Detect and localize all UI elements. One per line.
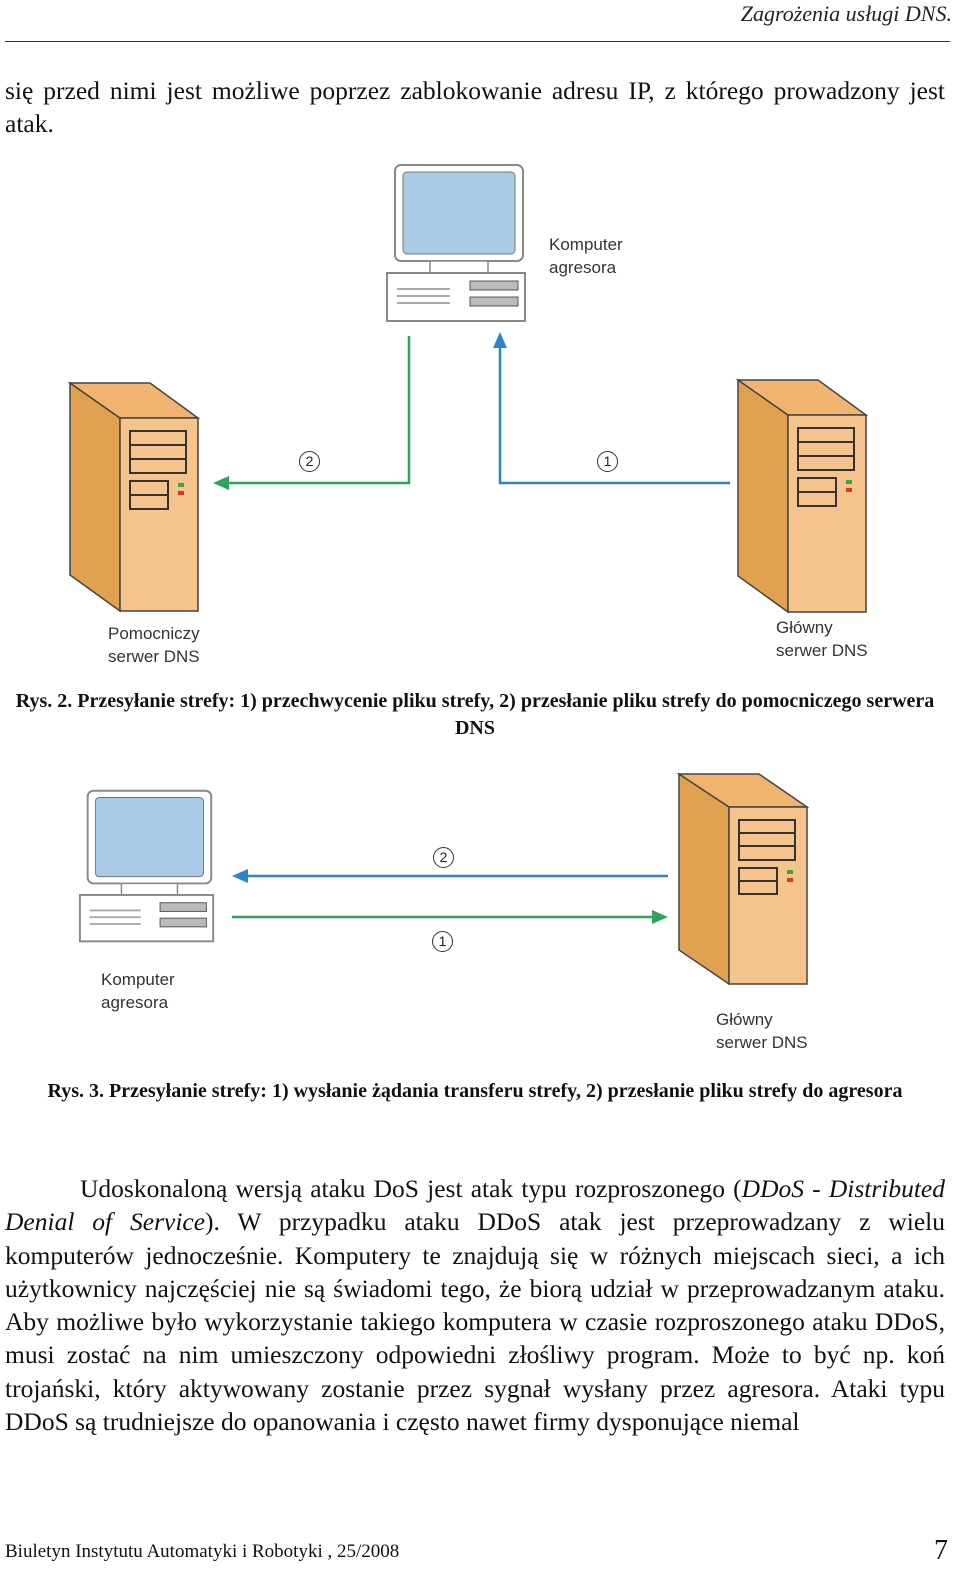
fig3-primary-dns-server-icon <box>676 772 810 986</box>
fig3-attacker-computer-icon <box>78 789 215 943</box>
fig2-arrow-intercept <box>493 332 730 485</box>
fig3-caption: Rys. 3. Przesyłanie strefy: 1) wysłanie … <box>47 1080 903 1102</box>
primary-dns-server-icon <box>735 378 869 614</box>
fig2-step-2-marker: 2 <box>299 451 320 472</box>
ddos-paragraph: Udoskonaloną wersją ataku DoS jest atak … <box>5 1174 945 1437</box>
fig2-caption: Rys. 2. Przesyłanie strefy: 1) przechwyc… <box>15 690 935 739</box>
attacker-computer-icon <box>386 164 526 322</box>
header-rule <box>5 41 950 42</box>
secondary-dns-server-icon <box>67 381 201 613</box>
page-number: 7 <box>934 1535 948 1566</box>
fig3-step-2-marker: 2 <box>433 847 454 868</box>
fig3-step-1-marker: 1 <box>432 931 453 952</box>
intro-paragraph: się przed nimi jest możliwe poprzez zabl… <box>5 76 945 139</box>
ddos-term: DDoS - Distributed Denial of Service <box>5 1174 945 1237</box>
fig2-step-1-marker: 1 <box>597 451 618 472</box>
footer-journal: Biuletyn Instytutu Automatyki i Robotyki… <box>5 1541 400 1562</box>
fig3-arrow-transfer-request <box>232 910 668 924</box>
fig2-arrow-transfer-to-secondary <box>213 336 411 490</box>
fig3-arrow-zone-file-to-attacker <box>232 869 668 883</box>
running-header: Zagrożenia usługi DNS. <box>740 1 952 26</box>
